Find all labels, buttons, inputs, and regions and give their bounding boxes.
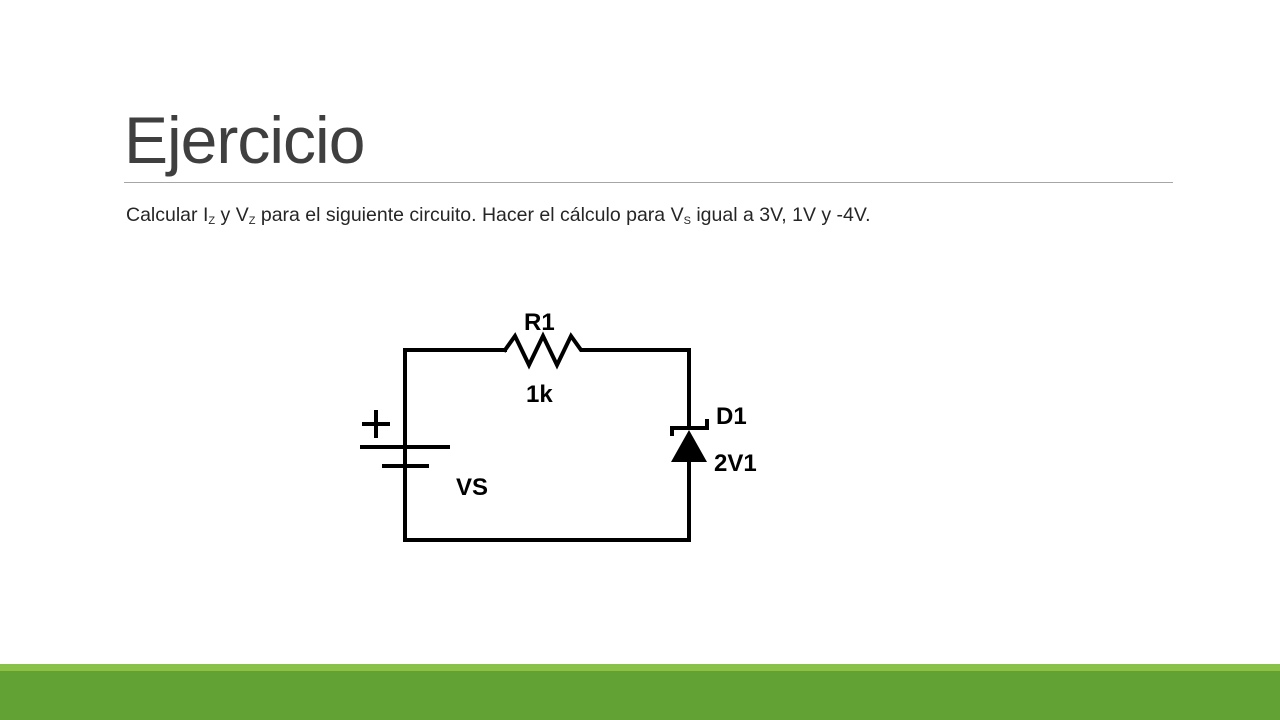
subscript-z-current: Z: [208, 215, 216, 227]
zener-diode-d1: [671, 430, 707, 462]
statement-text-4: igual a 3V, 1V y -4V.: [690, 204, 871, 226]
statement-text-2: y V: [215, 204, 249, 226]
statement-text-1: Calcular I: [126, 204, 209, 226]
footer-band: [0, 671, 1280, 720]
wire-top-left: [403, 348, 507, 470]
zener-cathode-bar: [670, 419, 709, 436]
diode-value: 2V1: [714, 450, 757, 477]
resistor-label: R1: [524, 309, 555, 336]
source-label: VS: [456, 474, 488, 501]
wire-top-right: [589, 348, 691, 430]
subscript-s-source: S: [683, 215, 691, 227]
wire-bottom: [403, 460, 691, 542]
statement-text-3: para el siguiente circuito. Hacer el cál…: [255, 204, 684, 226]
subscript-z-voltage: Z: [248, 215, 256, 227]
exercise-statement: Calcular IZ y VZ para el siguiente circu…: [126, 202, 871, 228]
title-divider: [124, 182, 1173, 183]
slide-title: Ejercicio: [124, 103, 365, 177]
resistor-r1: [502, 331, 593, 370]
footer-accent-band: [0, 664, 1280, 671]
diode-label: D1: [716, 403, 747, 430]
resistor-value: 1k: [526, 381, 553, 408]
